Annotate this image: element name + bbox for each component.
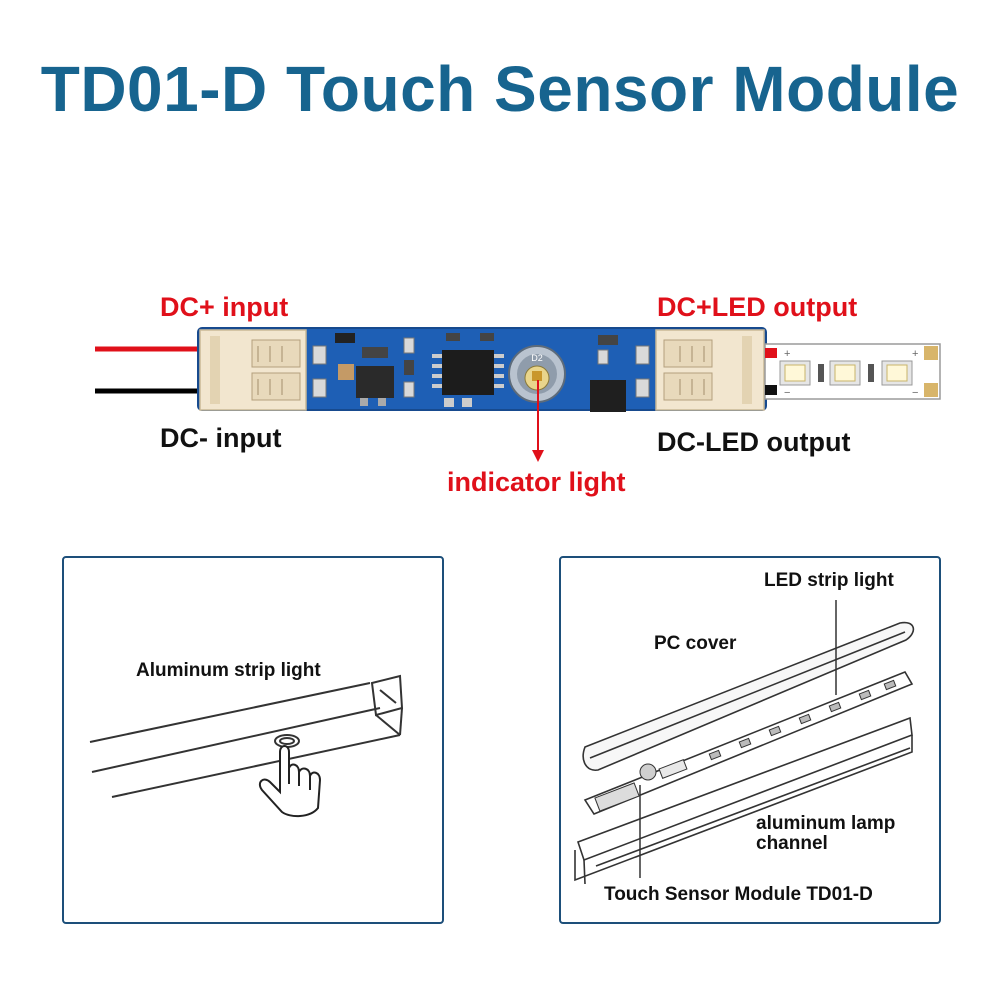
dc-plus-input-label: DC+ input (160, 292, 289, 322)
input-connector (199, 329, 307, 411)
controller-chip (432, 350, 504, 395)
page-title: TD01-D Touch Sensor Module (40, 53, 960, 125)
aluminum-lamp-channel-label-1: aluminum lamp (756, 813, 896, 834)
dc-minus-led-output-label: DC-LED output (657, 427, 851, 457)
aluminum-lamp-channel-label-2: channel (756, 833, 828, 854)
led-strip-light-label: LED strip light (764, 570, 894, 591)
aluminum-strip-light-label: Aluminum strip light (136, 660, 321, 681)
led-beads (708, 679, 897, 761)
hand-icon (258, 745, 322, 818)
output-connector (655, 329, 765, 411)
regulator-chip (356, 366, 394, 398)
led-designator: D2 (531, 353, 543, 363)
svg-text:−: − (912, 387, 918, 399)
svg-text:+: + (784, 348, 790, 360)
mosfet-chip (590, 380, 626, 412)
dc-plus-led-output-label: DC+LED output (657, 292, 858, 322)
touch-module-on-strip (594, 759, 688, 812)
led-strip: + − + − (764, 343, 941, 400)
indicator-led (508, 345, 566, 403)
dc-minus-input-label: DC- input (160, 423, 282, 453)
svg-text:+: + (912, 348, 918, 360)
indicator-light-label: indicator light (447, 467, 626, 497)
svg-text:−: − (784, 387, 790, 399)
pc-cover-label: PC cover (654, 633, 737, 654)
touch-sensor-module-label: Touch Sensor Module TD01-D (604, 884, 873, 905)
